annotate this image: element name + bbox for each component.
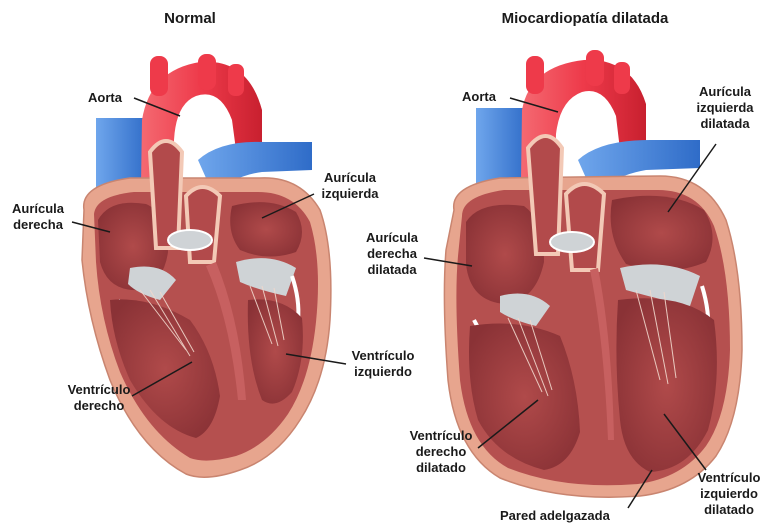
dilated-left-atrium [611,196,713,271]
label-normal-left-atrium: Aurícula izquierda [312,170,388,202]
label-dilated-aorta: Aorta [462,89,496,105]
label-dilated-right-atrium: Aurícula derecha dilatada [354,230,430,278]
label-normal-right-atrium: Aurícula derecha [2,201,74,233]
label-normal-right-ventricle: Ventrículo derecho [56,382,142,414]
normal-left-atrium [230,202,302,256]
label-normal-left-ventricle: Ventrículo izquierdo [340,348,426,380]
label-dilated-right-ventricle: Ventrículo derecho dilatado [398,428,484,476]
label-dilated-left-ventricle: Ventrículo izquierdo dilatado [686,470,772,518]
label-dilated-left-atrium: Aurícula izquierda dilatada [682,84,768,132]
label-dilated-thin-wall: Pared adelgazada [500,508,610,524]
label-normal-aorta: Aorta [88,90,122,106]
